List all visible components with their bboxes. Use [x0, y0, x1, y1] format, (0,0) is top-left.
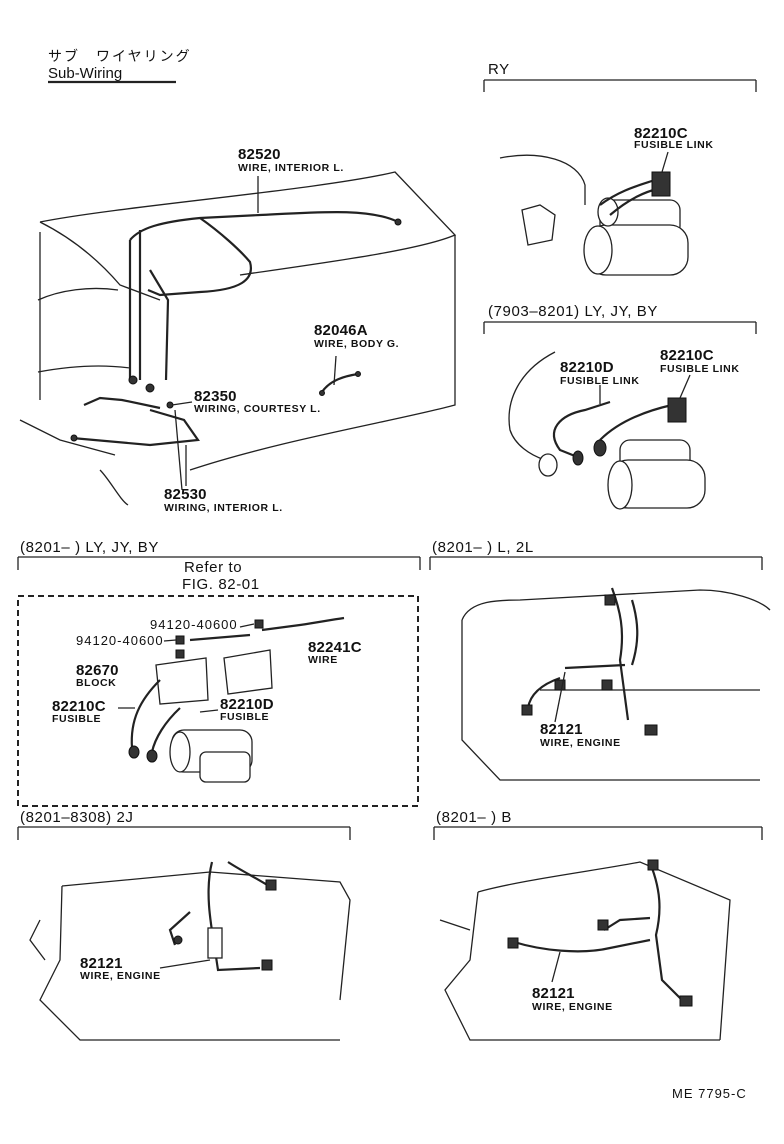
section-label-ry: RY — [488, 61, 510, 78]
b-bracket — [433, 826, 763, 840]
2j-engine-illustration — [29, 861, 351, 1041]
section-label-2j: (8201–8308) 2J — [20, 809, 134, 826]
ry-bracket — [483, 79, 757, 92]
part-name-82210d-ly: FUSIBLE — [220, 711, 270, 723]
part-name-82121-b: WIRE, ENGINE — [532, 1001, 613, 1013]
part-name-82121-2j: WIRE, ENGINE — [80, 970, 161, 982]
part-name-82121-l2l: WIRE, ENGINE — [540, 737, 621, 749]
part-name-82530: WIRING, INTERIOR L. — [164, 502, 283, 514]
8201-ly-bracket — [17, 556, 421, 570]
part-name-82210c-ly: FUSIBLE — [52, 713, 102, 725]
part-number-82210c-7903: 82210C — [660, 347, 714, 364]
part-number-82121-2j: 82121 — [80, 955, 123, 972]
refer-to-text: Refer to — [184, 559, 243, 576]
part-name-82210c-ry: FUSIBLE LINK — [634, 139, 714, 151]
part-number-82210d-7903: 82210D — [560, 359, 614, 376]
part-number-82350: 82350 — [194, 388, 237, 405]
ry-starter-illustration — [499, 151, 689, 276]
section-label-7903: (7903–8201) LY, JY, BY — [488, 303, 658, 320]
section-label-8201-l2l: (8201– ) L, 2L — [432, 539, 534, 556]
part-number-82241c: 82241C — [308, 639, 362, 656]
l2l-engine-illustration — [461, 587, 771, 781]
title-english: Sub-Wiring — [48, 65, 123, 82]
8201-l2l-bracket — [429, 556, 763, 570]
7903-starter-illustration — [508, 351, 706, 510]
8201-ly-illustration — [118, 616, 345, 783]
part-name-82210d-7903: FUSIBLE LINK — [560, 375, 640, 387]
part-number-82210c-ly: 82210C — [52, 698, 106, 715]
part-number-94120-a: 94120-40600 — [150, 617, 238, 632]
part-name-82241c: WIRE — [308, 654, 338, 666]
part-name-82520: WIRE, INTERIOR L. — [238, 162, 344, 174]
part-name-82046a: WIRE, BODY G. — [314, 338, 400, 350]
part-number-82530: 82530 — [164, 486, 207, 503]
part-number-82210c-ry: 82210C — [634, 125, 688, 142]
part-number-94120-b: 94120-40600 — [76, 633, 164, 648]
title-japanese: サブ ワイヤリング — [48, 49, 192, 65]
body-interior-illustration — [19, 171, 457, 506]
part-name-82670: BLOCK — [76, 677, 117, 689]
refer-figure-text: FIG. 82-01 — [182, 576, 260, 593]
part-number-82046a: 82046A — [314, 322, 368, 339]
section-label-8201-ly: (8201– ) LY, JY, BY — [20, 539, 159, 556]
part-name-82210c-7903: FUSIBLE LINK — [660, 363, 740, 375]
2j-bracket — [17, 826, 351, 840]
part-number-82210d-ly: 82210D — [220, 696, 274, 713]
b-engine-illustration — [439, 859, 731, 1041]
section-label-b: (8201– ) B — [436, 809, 513, 826]
part-number-82121-l2l: 82121 — [540, 721, 583, 738]
figure-code: ME 7795-C — [672, 1086, 747, 1101]
part-number-82520: 82520 — [238, 146, 281, 163]
part-name-82350: WIRING, COURTESY L. — [194, 403, 321, 415]
refer-dashed-box — [17, 595, 419, 807]
part-number-82670: 82670 — [76, 662, 119, 679]
7903-bracket — [483, 321, 757, 334]
part-number-82121-b: 82121 — [532, 985, 575, 1002]
